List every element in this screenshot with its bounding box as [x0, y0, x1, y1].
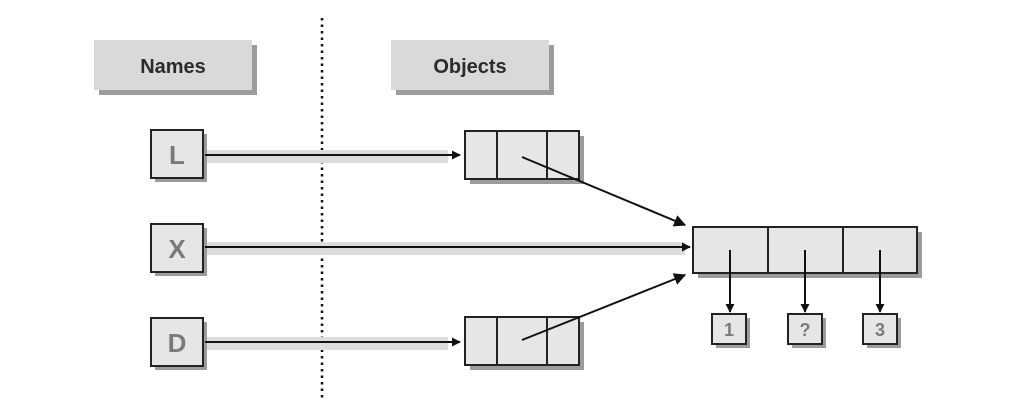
ref-shadow-x: [205, 242, 685, 255]
ref-shadow-d: [205, 337, 448, 350]
name-l: L: [150, 129, 207, 182]
ref-shadow-l: [205, 150, 448, 163]
name-d-label: D: [168, 328, 187, 358]
value-box-1: ?: [787, 313, 826, 348]
value-box-0: 1: [711, 313, 750, 348]
object-list-d: [464, 316, 584, 370]
names-header-label: Names: [140, 56, 206, 78]
name-x: X: [150, 223, 207, 276]
objects-header-label: Objects: [433, 56, 506, 78]
name-d: D: [150, 317, 207, 370]
arrow-d-slot-to-inner-list: [521, 273, 687, 341]
value-2-label: 3: [875, 320, 885, 340]
arrow-l-slot-to-inner-list: [521, 156, 687, 227]
value-0-label: 1: [724, 320, 734, 340]
name-x-label: X: [168, 234, 186, 264]
value-box-2: 3: [862, 313, 901, 348]
name-l-label: L: [169, 140, 185, 170]
objects-header: Objects: [391, 40, 554, 95]
value-1-label: ?: [800, 320, 811, 340]
object-inner-list: [692, 226, 922, 278]
names-header: Names: [94, 40, 257, 95]
